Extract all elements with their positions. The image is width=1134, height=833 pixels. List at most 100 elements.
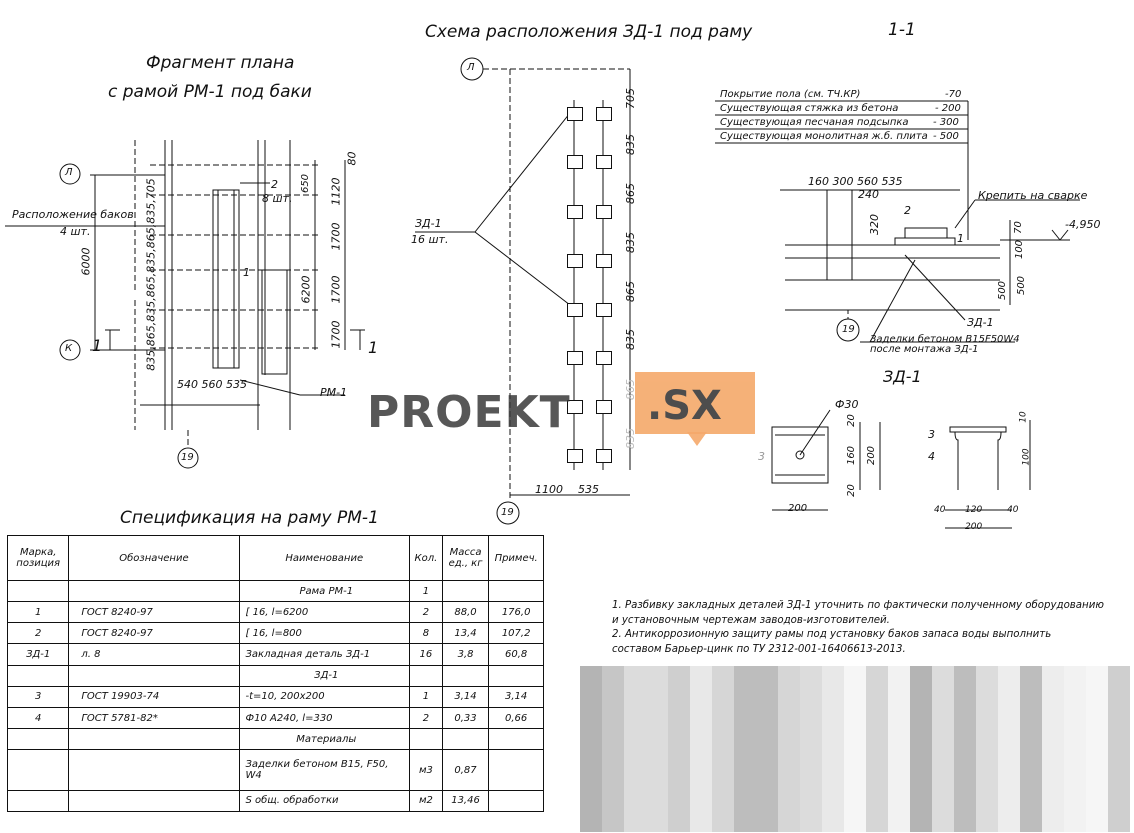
section-mark: 1-1 (888, 20, 916, 40)
scheme-dim-label: 835 (624, 232, 637, 253)
table-cell: ГОСТ 5781-82* (68, 706, 240, 730)
section-axis-19: 19 (842, 324, 855, 335)
plan-title-line2: с рамой РМ-1 под баки (108, 82, 312, 102)
plan-dim-80: 80 (345, 151, 359, 166)
col-mark: Марка, позиция (6, 535, 70, 581)
table-row: ЗД-1 (6, 664, 544, 687)
note-line-3: 2. Антикоррозионную защиту рамы под уста… (612, 629, 1052, 640)
table-cell: 1 (409, 685, 443, 708)
table-cell (441, 664, 490, 687)
table-cell: Рама РМ-1 (238, 579, 411, 603)
table-cell: 0,87 (441, 749, 490, 791)
table-cell: 3,14 (488, 685, 544, 708)
table-cell (68, 579, 240, 603)
table-cell: 8 (409, 622, 443, 645)
embedded-plate (567, 400, 583, 414)
table-cell (6, 749, 70, 791)
layer-4-value: - 500 (933, 131, 959, 142)
embedded-plate (567, 303, 583, 317)
scheme-axis-l: Л (467, 62, 475, 73)
table-cell: 2 (409, 706, 443, 730)
table-cell (488, 579, 544, 603)
embedded-plate (567, 449, 583, 463)
embedded-plate (567, 155, 583, 169)
embedded-plate (567, 351, 583, 365)
scheme-dim-label: 865 (624, 183, 637, 204)
section-zd-ref: ЗД-1 (967, 316, 994, 329)
section-dim-70: 70 (1012, 221, 1024, 234)
spec-header-row: Марка, позиция Обозначение Наименование … (6, 535, 544, 581)
embedded-plate (596, 254, 612, 268)
zd1-mark-3b: 3 (928, 428, 935, 441)
table-cell (409, 664, 443, 687)
table-cell (6, 728, 70, 751)
table-cell: 13,4 (441, 622, 490, 645)
table-cell (68, 789, 240, 813)
section-mark-1: 1 (957, 232, 964, 245)
weld-note: Крепить на сварке (978, 189, 1088, 202)
table-cell: ГОСТ 19903-74 (68, 685, 240, 708)
plan-title-line1: Фрагмент плана (146, 53, 295, 73)
table-cell: 3,8 (441, 643, 490, 666)
table-cell: [ 16, l=6200 (238, 601, 411, 624)
note-line-2: и установочным чертежам заводов-изготови… (612, 614, 890, 626)
tanks-label: Расположение баков (12, 208, 134, 221)
plan-dim-650: 650 (300, 173, 312, 194)
table-cell: ЗД-1 (6, 643, 70, 666)
table-cell: [ 16, l=800 (238, 622, 411, 645)
zd1-detail (771, 409, 1031, 529)
embedded-plate (567, 205, 583, 219)
col-qty: Кол. (409, 535, 443, 581)
tanks-count: 4 шт. (60, 225, 91, 238)
plan-dim-1700b: 1700 (329, 275, 343, 304)
table-cell: Закладная деталь ЗД-1 (238, 643, 411, 666)
table-cell (68, 728, 240, 751)
plan-bottom-dims: 540 560 535 (177, 378, 247, 391)
table-cell: 60,8 (488, 643, 544, 666)
concrete-note-1: Заделки бетоном В15F50W4 (870, 334, 1020, 345)
embedded-plate (596, 449, 612, 463)
embedded-plate (596, 400, 612, 414)
watermark-text: PROEKT (367, 387, 571, 438)
embedded-plate (596, 107, 612, 121)
table-cell: 0,66 (488, 706, 544, 730)
table-cell: м3 (409, 749, 443, 791)
layer-1-value: -70 (945, 89, 962, 100)
section-dim-100: 100 (1014, 239, 1026, 260)
table-cell: 2 (409, 601, 443, 624)
plan-left-dims: 835,865,835,865,835,865,835,705 (144, 178, 158, 371)
table-cell: 3,14 (441, 685, 490, 708)
scheme-dim-label: 705 (624, 88, 637, 109)
watermark-badge-text: .SX (647, 383, 722, 429)
col-name: Наименование (238, 535, 411, 581)
table-cell: 1 (6, 601, 70, 624)
table-cell (68, 664, 240, 687)
spec-title: Спецификация на раму РМ-1 (120, 508, 379, 528)
embedded-plate (567, 107, 583, 121)
layer-2: Существующая стяжка из бетона (720, 103, 899, 114)
table-row: Материалы (6, 728, 544, 751)
table-cell: м2 (409, 789, 443, 813)
section-mark-2: 2 (904, 204, 911, 217)
table-cell (6, 664, 70, 687)
plan-cut-1b: 1 (368, 338, 379, 357)
layer-3-value: - 300 (933, 117, 959, 128)
table-cell (441, 728, 490, 751)
zd1-dim-20a: 20 (845, 414, 857, 427)
table-cell (488, 749, 544, 791)
zd1-dim-40b: 40 (1007, 505, 1019, 515)
section-dim-500a: 500 (997, 280, 1009, 301)
col-mass: Масса ед., кг (441, 535, 490, 581)
table-cell (488, 728, 544, 751)
section-dims-top: 160 300 560 535 (808, 175, 903, 188)
table-cell: Ф10 А240, l=330 (238, 706, 411, 730)
layer-3: Существующая песчаная подсыпка (720, 117, 909, 128)
table-cell: 3 (6, 685, 70, 708)
plan-rm1: РМ-1 (320, 386, 348, 399)
table-cell: л. 8 (68, 643, 240, 666)
zd1-dim-200h: 200 (788, 503, 808, 514)
